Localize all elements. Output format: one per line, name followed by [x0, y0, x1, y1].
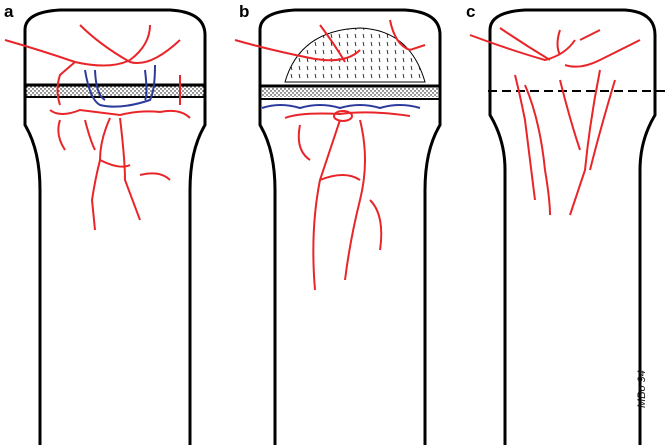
bone-outline-b — [258, 8, 442, 445]
artist-signature: MBo 94 — [636, 370, 648, 408]
panel-label-a: a — [4, 2, 14, 21]
panel-label-c: c — [466, 2, 476, 21]
panel-a — [4, 8, 207, 445]
growth-plate-a — [25, 86, 205, 96]
panel-b — [234, 8, 442, 445]
panel-c — [469, 8, 668, 445]
bone-outline-c — [488, 8, 657, 445]
bone-outline-a — [23, 8, 207, 445]
panel-label-b: b — [239, 2, 250, 21]
growth-plate-b — [260, 88, 440, 97]
